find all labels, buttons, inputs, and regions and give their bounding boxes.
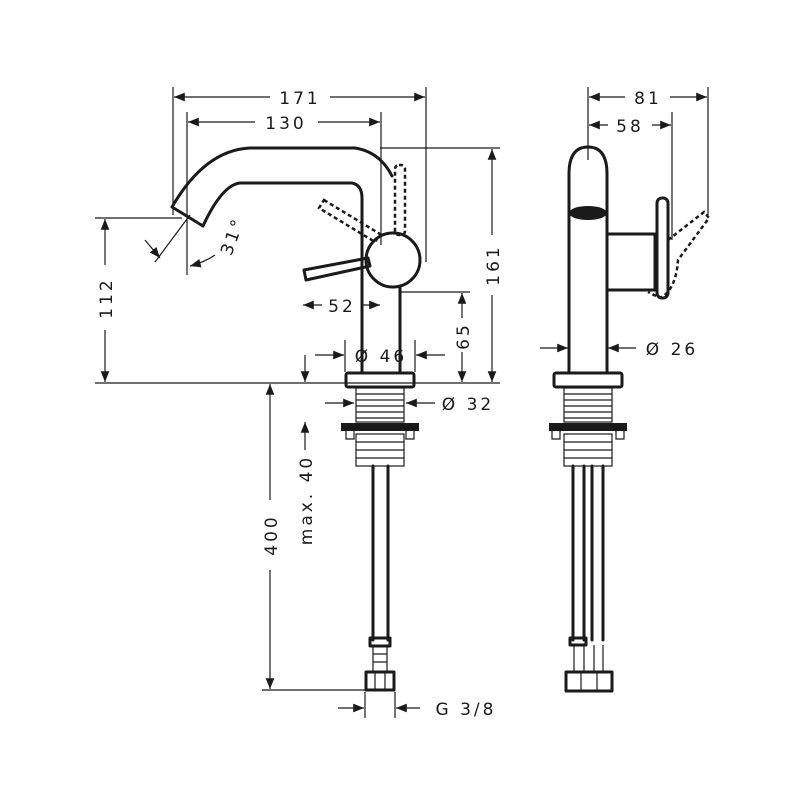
supply-hose xyxy=(371,464,390,642)
dim-161-label: 161 xyxy=(484,244,504,285)
hose-fitting xyxy=(364,670,396,692)
base-flange xyxy=(344,371,416,389)
dimension-d32: Ø 32 xyxy=(325,395,494,415)
spout-outlet xyxy=(569,206,607,220)
handle-lever xyxy=(302,256,372,282)
dimension-58: 58 xyxy=(589,117,671,137)
dim-31-label: 31° xyxy=(217,214,249,258)
dim-58-label: 58 xyxy=(616,117,644,137)
dim-52-label: 52 xyxy=(328,297,356,317)
dimension-130: 130 xyxy=(188,114,380,134)
side-view: 81 58 Ø 26 xyxy=(540,87,711,693)
thread xyxy=(355,387,405,423)
dimension-112: 112 xyxy=(97,219,117,382)
handle-hub xyxy=(364,231,422,289)
dim-g38-label: G 3/8 xyxy=(436,700,497,720)
front-view: 171 130 112 161 31° 52 65 Ø 46 Ø 32 xyxy=(95,87,504,720)
dimension-171: 171 xyxy=(174,89,425,109)
dimension-81: 81 xyxy=(589,89,707,109)
dim-130-label: 130 xyxy=(265,114,306,134)
dimension-52: 52 xyxy=(303,297,380,317)
dim-d46-label: Ø 46 xyxy=(355,347,407,367)
dimension-161: 161 xyxy=(484,149,504,382)
dimension-d26: Ø 26 xyxy=(540,340,698,360)
dimension-max40: max. 40 xyxy=(297,355,317,545)
dim-d26-label: Ø 26 xyxy=(646,340,698,360)
handle-side xyxy=(655,196,670,300)
dim-d32-label: Ø 32 xyxy=(442,395,494,415)
dim-171-label: 171 xyxy=(279,89,320,109)
faucet-front xyxy=(170,146,422,692)
handle-alt-position-diagonal xyxy=(317,198,382,244)
dimension-d46: Ø 46 xyxy=(315,340,445,372)
dimension-g38: G 3/8 xyxy=(338,692,497,720)
dimension-65: 65 xyxy=(454,293,474,382)
dimension-400: 400 xyxy=(262,384,282,689)
dim-81-label: 81 xyxy=(634,89,662,109)
dim-112-label: 112 xyxy=(97,277,117,318)
mounting-nut xyxy=(341,423,419,431)
dim-max40-label: max. 40 xyxy=(297,455,317,545)
faucet-side xyxy=(549,145,711,693)
dim-65-label: 65 xyxy=(454,322,474,350)
dim-400-label: 400 xyxy=(262,514,282,555)
handle-alt-position-vertical xyxy=(393,163,407,237)
